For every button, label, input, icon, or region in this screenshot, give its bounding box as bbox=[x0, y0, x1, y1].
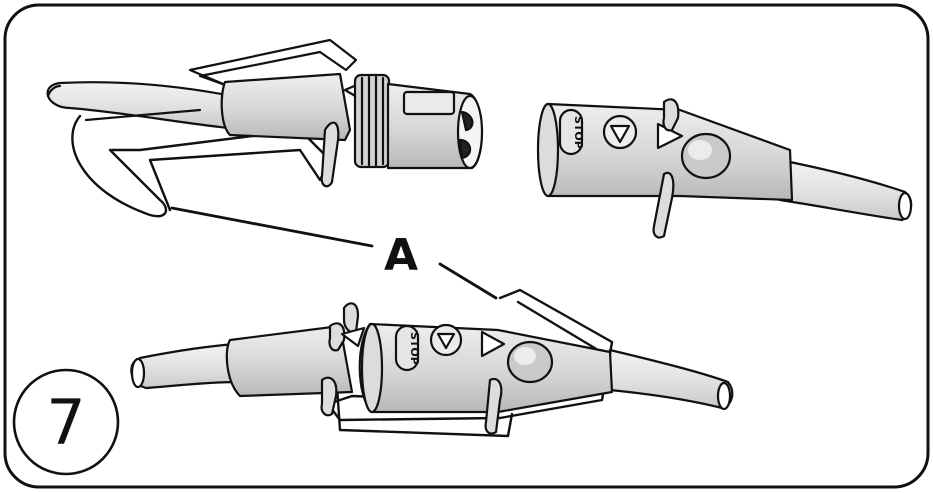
step-circle bbox=[12, 368, 120, 476]
panel-border bbox=[3, 3, 930, 489]
callout-line-lower bbox=[438, 262, 498, 300]
stop-pill bbox=[558, 108, 584, 156]
connected-assembly: STOP bbox=[130, 288, 734, 438]
stop-pill-bottom bbox=[394, 324, 420, 372]
connector-body-left bbox=[220, 72, 352, 142]
step-badge: 7 bbox=[12, 368, 120, 476]
male-connector-with-clip bbox=[46, 38, 484, 218]
callout-line-upper bbox=[170, 206, 374, 248]
wire-clip-left bbox=[188, 38, 358, 88]
stop-label: STOP bbox=[572, 116, 585, 149]
arrow-marker-bottom bbox=[480, 330, 506, 358]
callout bbox=[170, 206, 498, 300]
female-connector: STOP bbox=[536, 98, 913, 239]
stop-label-bottom: STOP bbox=[408, 332, 421, 365]
callout-label-a: A bbox=[384, 230, 418, 281]
step-number: 7 bbox=[46, 386, 85, 459]
tube-bottom-right bbox=[608, 348, 734, 410]
